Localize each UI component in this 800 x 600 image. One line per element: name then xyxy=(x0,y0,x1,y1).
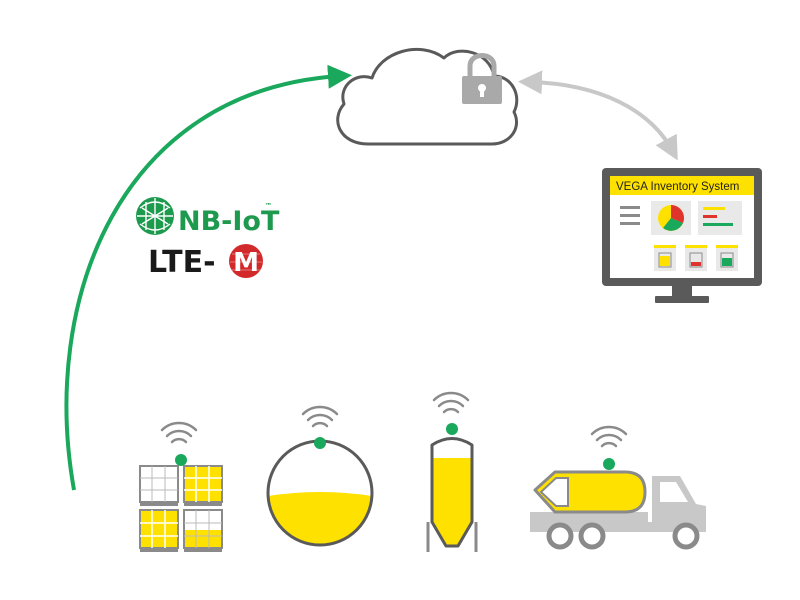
nb-iot-trademark: ™ xyxy=(265,202,272,210)
ibc-container-bottom-right xyxy=(183,509,223,552)
uplink-arrow xyxy=(64,64,352,491)
nb-iot-label: NB-IoT xyxy=(178,206,280,237)
silo-icon xyxy=(426,423,478,552)
cloud-monitor-arrow xyxy=(518,70,678,161)
ibc-container-top-right xyxy=(183,465,223,506)
ibc-container-bottom-left xyxy=(139,509,179,552)
lock-icon xyxy=(462,53,502,104)
monitor-icon: VEGA Inventory System xyxy=(602,168,762,303)
tanker-truck-icon xyxy=(530,458,706,550)
wifi-signal-icon xyxy=(432,391,470,414)
dashboard-title: VEGA Inventory System xyxy=(616,181,739,193)
lte-m-logo: LTE- M xyxy=(148,244,263,280)
nb-iot-logo: NB-IoT ™ xyxy=(136,197,280,237)
ibc-container-top-left xyxy=(139,465,179,506)
wifi-signal-icon xyxy=(301,405,339,428)
wifi-signal-icon xyxy=(160,421,198,444)
ibc-container-icon xyxy=(139,454,223,552)
sphere-tank-icon xyxy=(266,437,374,547)
lte-m-letter: M xyxy=(233,248,259,278)
wifi-signal-icon xyxy=(590,425,628,448)
lte-label: LTE- xyxy=(148,245,216,280)
